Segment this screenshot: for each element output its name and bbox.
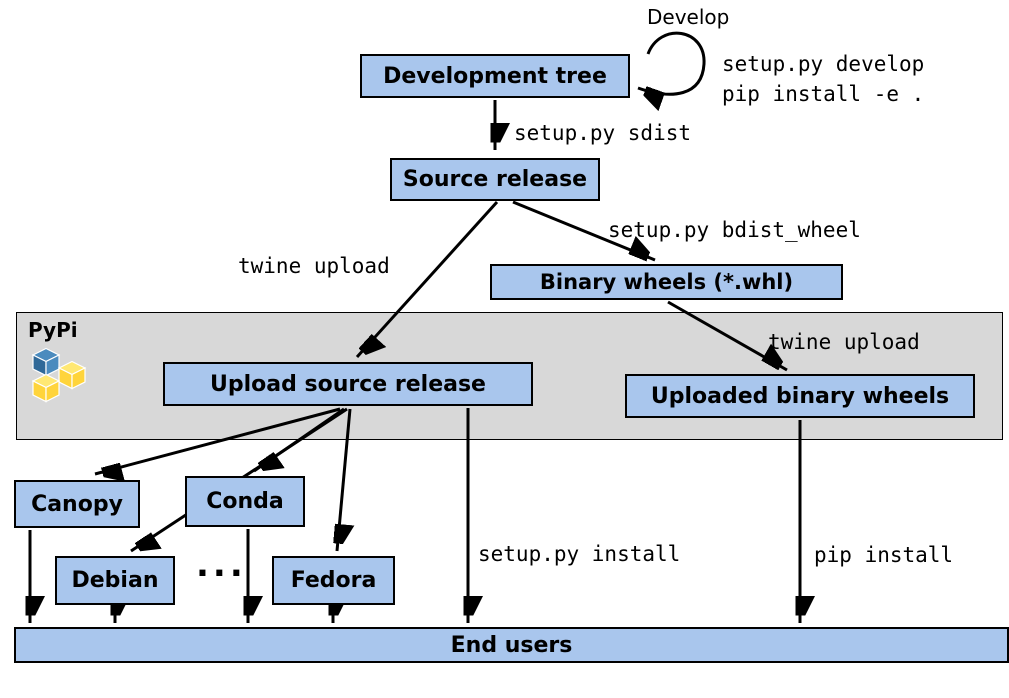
more-distributions-ellipsis: ... [196, 545, 247, 585]
pypi-region-label: PyPi [28, 318, 78, 342]
pypi-logo-cube-yellow-right [57, 360, 87, 390]
edge-label-twine-upload-wheels: twine upload [768, 330, 920, 354]
edge-label-setup-develop: setup.py develop [722, 52, 925, 76]
node-fedora: Fedora [272, 556, 395, 605]
node-binary-wheels: Binary wheels (*.whl) [490, 264, 843, 300]
edge-label-develop: Develop [647, 5, 730, 29]
arrow-bdist-wheel [512, 200, 656, 262]
node-upload-source-release: Upload source release [163, 362, 533, 406]
arrow-twine-upload-wheels [667, 300, 787, 372]
arrow-to-canopy [94, 407, 341, 474]
node-end-users: End users [14, 627, 1009, 663]
edge-label-twine-upload-source: twine upload [238, 254, 390, 278]
node-uploaded-binary-wheels: Uploaded binary wheels [625, 374, 975, 418]
edge-label-pip-install: pip install [814, 543, 954, 567]
edge-label-sdist: setup.py sdist [514, 121, 692, 145]
arrow-to-fedora [337, 408, 350, 552]
pypi-logo-cube-yellow-bottom [31, 373, 61, 403]
edge-label-pip-install-e: pip install -e . [722, 82, 925, 106]
node-conda: Conda [185, 476, 305, 527]
edge-label-bdist-wheel: setup.py bdist_wheel [608, 218, 861, 242]
node-development-tree: Development tree [360, 54, 630, 98]
node-canopy: Canopy [14, 480, 140, 528]
pypi-logo-icon [31, 347, 87, 403]
node-debian: Debian [55, 556, 175, 605]
node-source-release: Source release [390, 158, 600, 201]
arrow-develop-loop [637, 31, 706, 94]
pypi-logo-cube-blue [31, 347, 61, 377]
arrow-twine-upload-source [355, 200, 499, 357]
edge-label-setup-install: setup.py install [478, 542, 681, 566]
